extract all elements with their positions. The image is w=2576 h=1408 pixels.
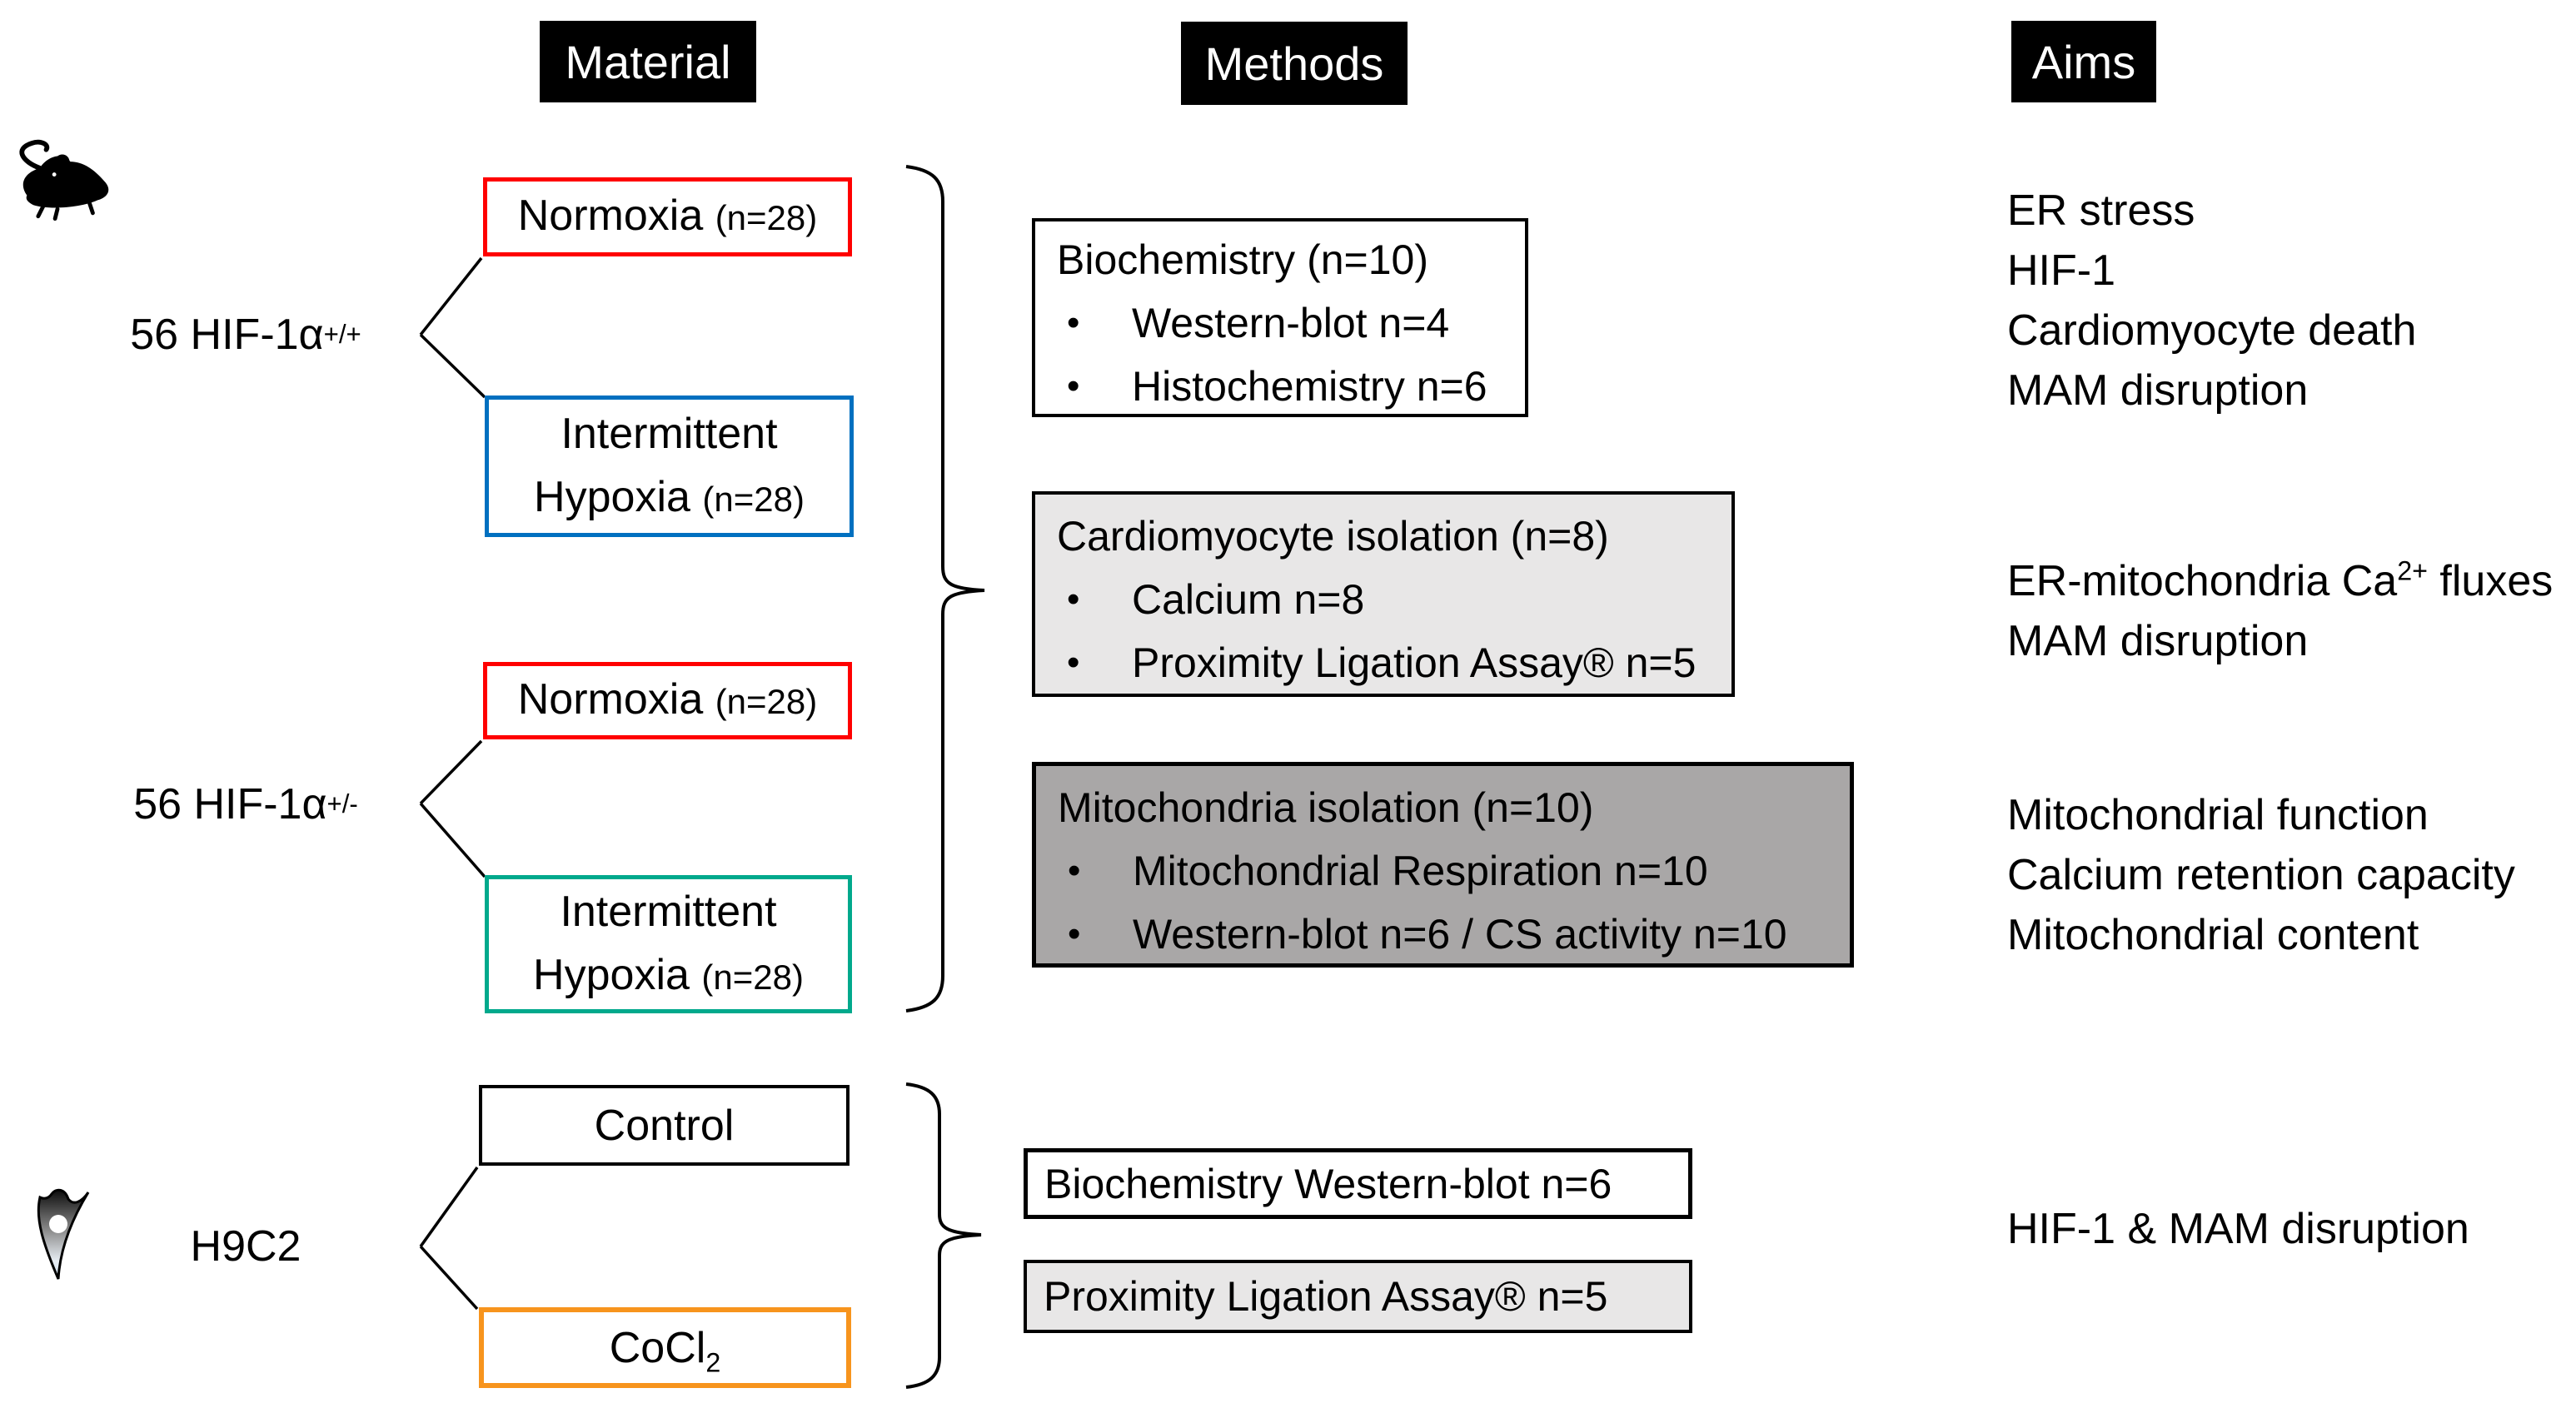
methods-bullet-row: • Mitochondrial Respiration n=10 xyxy=(1058,839,1828,903)
methods-bullet-row: • Histochemistry n=6 xyxy=(1057,355,1503,418)
methods-bullet-text: Western-blot n=6 / CS activity n=10 xyxy=(1133,911,1787,958)
methods-box-title: Cardiomyocyte isolation (n=8) xyxy=(1057,513,1609,560)
material-box-cocl2: CoCl2 xyxy=(479,1307,851,1388)
methods-box-proximity-ligation: Proximity Ligation Assay® n=5 xyxy=(1024,1260,1692,1333)
methods-box-mitochondria-isolation: Mitochondria isolation (n=10) • Mitochon… xyxy=(1032,762,1854,968)
methods-box-title: Biochemistry Western-blot n=6 xyxy=(1044,1160,1612,1207)
methods-bullet-row: • Western-blot n=4 xyxy=(1057,291,1503,355)
material-box-text: Intermittent Hypoxia (n=28) xyxy=(534,409,805,521)
methods-box-title: Mitochondria isolation (n=10) xyxy=(1058,784,1594,831)
aim-line: HIF-1 xyxy=(2007,246,2115,295)
bullet-icon: • xyxy=(1067,579,1080,619)
methods-bullet-text: Calcium n=8 xyxy=(1132,576,1365,623)
aim-line: ER stress xyxy=(2007,187,2195,235)
methods-bullet-row: • Western-blot n=6 / CS activity n=10 xyxy=(1058,903,1828,966)
group-label-text: 56 HIF-1α xyxy=(130,311,324,359)
methods-box-title: Proximity Ligation Assay® n=5 xyxy=(1044,1273,1608,1320)
methods-bullet-text: Mitochondrial Respiration n=10 xyxy=(1133,848,1708,894)
aim-line: MAM disruption xyxy=(2007,366,2309,415)
bullet-icon: • xyxy=(1067,302,1080,343)
brace-rodent-groups xyxy=(905,165,985,1012)
group-label-text: H9C2 xyxy=(190,1222,301,1271)
material-box-normoxia-1: Normoxia (n=28) xyxy=(483,177,852,256)
methods-header: Methods xyxy=(1181,22,1408,105)
aim-line: ER-mitochondria Ca2+ fluxes xyxy=(2007,555,2554,605)
methods-bullet-row: • Proximity Ligation Assay® n=5 xyxy=(1057,631,1710,694)
methods-box-title: Biochemistry (n=10) xyxy=(1057,236,1428,283)
material-box-intermittent-hypoxia-1: Intermittent Hypoxia (n=28) xyxy=(485,396,854,537)
material-box-text: Control xyxy=(594,1101,735,1150)
aims-header: Aims xyxy=(2011,21,2156,102)
material-header: Material xyxy=(540,21,756,102)
group-label-h9c2: H9C2 xyxy=(100,1217,391,1276)
material-box-intermittent-hypoxia-2: Intermittent Hypoxia (n=28) xyxy=(485,875,852,1013)
material-box-text: CoCl2 xyxy=(609,1323,721,1377)
methods-bullet-text: Proximity Ligation Assay® n=5 xyxy=(1132,639,1697,686)
brace-h9c2-group xyxy=(905,1082,982,1389)
methods-box-biochemistry: Biochemistry (n=10) • Western-blot n=4 •… xyxy=(1032,218,1528,417)
methods-bullet-row: • Calcium n=8 xyxy=(1057,568,1710,631)
group-label-hif1a-het: 56 HIF-1α+/- xyxy=(133,780,358,828)
aims-block-rodent-biochemistry: ER stress HIF-1 Cardiomyocyte death MAM … xyxy=(2007,181,2416,420)
bullet-icon: • xyxy=(1068,850,1081,891)
branch-line-h9c2-control xyxy=(419,1166,479,1248)
group-label-text: 56 HIF-1α xyxy=(133,780,327,828)
material-box-control: Control xyxy=(479,1085,850,1166)
branch-line-group2-normoxia xyxy=(419,739,483,805)
material-box-text: Normoxia (n=28) xyxy=(517,675,818,724)
methods-bullet-text: Histochemistry n=6 xyxy=(1132,363,1487,410)
branch-line-group1-normoxia xyxy=(419,256,483,336)
aim-line: Mitochondrial content xyxy=(2007,911,2419,959)
mouse-icon xyxy=(19,139,109,221)
methods-box-cardiomyocyte-isolation: Cardiomyocyte isolation (n=8) • Calcium … xyxy=(1032,491,1735,697)
aims-block-h9c2: HIF-1 & MAM disruption xyxy=(2007,1199,2469,1259)
methods-box-biochemistry-westernblot: Biochemistry Western-blot n=6 xyxy=(1024,1148,1692,1219)
aims-block-cardiomyocyte: ER-mitochondria Ca2+ fluxes MAM disrupti… xyxy=(2007,551,2553,671)
aim-line: HIF-1 & MAM disruption xyxy=(2007,1205,2469,1253)
aim-line: Mitochondrial function xyxy=(2007,791,2429,839)
aim-line: MAM disruption xyxy=(2007,617,2309,665)
aims-block-mitochondria: Mitochondrial function Calcium retention… xyxy=(2007,785,2515,965)
cell-icon xyxy=(37,1188,90,1280)
material-box-text: Normoxia (n=28) xyxy=(517,192,818,240)
group-label-hif1a-wildtype: 56 HIF-1α+/+ xyxy=(130,311,361,359)
aim-line: Calcium retention capacity xyxy=(2007,851,2515,899)
material-box-text: Intermittent Hypoxia (n=28) xyxy=(533,887,804,999)
bullet-icon: • xyxy=(1067,642,1080,683)
bullet-icon: • xyxy=(1068,913,1081,954)
material-box-normoxia-2: Normoxia (n=28) xyxy=(483,662,852,739)
branch-line-group1-hypoxia xyxy=(419,333,486,399)
methods-bullet-text: Western-blot n=4 xyxy=(1132,300,1450,346)
bullet-icon: • xyxy=(1067,366,1080,406)
branch-line-group2-hypoxia xyxy=(419,802,486,878)
branch-line-h9c2-cocl2 xyxy=(419,1245,479,1311)
aim-line: Cardiomyocyte death xyxy=(2007,306,2417,355)
